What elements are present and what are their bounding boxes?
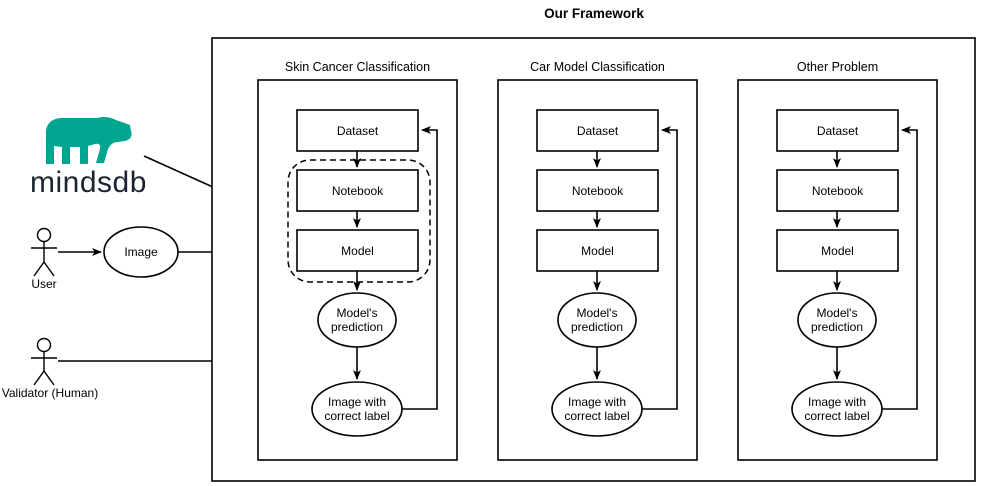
node-label-dataset: Dataset: [576, 124, 619, 138]
node-label-model: Model: [341, 244, 374, 258]
node-dataset: [296, 109, 419, 152]
node-label-image: Image: [124, 245, 158, 259]
mindsdb-bear-logo: [46, 116, 132, 164]
mindsdb-wordmark: mindsdb: [30, 166, 147, 199]
actor-label-user: User: [31, 277, 57, 291]
column-other-problem: [737, 79, 938, 461]
node-label-model: Model: [581, 244, 614, 258]
column-header-other-problem: Other Problem: [796, 60, 879, 74]
node-label-labeled-image: Image with correct label: [791, 395, 883, 423]
node-label-prediction-line1: Model's: [816, 306, 858, 320]
actor-label-validator: Validator (Human): [1, 386, 99, 400]
node-label-dataset: Dataset: [336, 124, 379, 138]
edge-feedback-loop: [402, 126, 438, 410]
column-header-car-model: Car Model Classification: [530, 60, 665, 74]
node-label-model: Model: [821, 244, 854, 258]
node-label-notebook: Notebook: [331, 184, 384, 198]
edge-feedback-loop: [642, 126, 678, 410]
node-label-prediction-line2: prediction: [330, 320, 384, 334]
node-label-labeled-image-line1: Image with: [567, 395, 627, 409]
node-label-prediction-line1: Model's: [576, 306, 618, 320]
edge-feedback-loop: [882, 126, 918, 410]
node-label-labeled-image-line2: correct label: [804, 409, 870, 423]
node-label-prediction: Model's prediction: [557, 306, 637, 334]
user-stick-figure-icon: [31, 227, 57, 277]
node-label-prediction-line1: Model's: [336, 306, 378, 320]
node-model: [296, 229, 419, 272]
node-label-prediction-line2: prediction: [570, 320, 624, 334]
node-label-dataset: Dataset: [816, 124, 859, 138]
node-label-labeled-image-line2: correct label: [324, 409, 390, 423]
node-label-prediction-line2: prediction: [810, 320, 864, 334]
node-notebook: [536, 169, 659, 212]
node-model: [536, 229, 659, 272]
node-label-labeled-image: Image with correct label: [551, 395, 643, 423]
validator-stick-figure-icon: [31, 337, 57, 386]
node-label-prediction: Model's prediction: [317, 306, 397, 334]
node-label-prediction: Model's prediction: [797, 306, 877, 334]
node-label-labeled-image-line2: correct label: [564, 409, 630, 423]
node-label-notebook: Notebook: [571, 184, 624, 198]
column-skin-cancer: [257, 79, 458, 461]
node-label-labeled-image: Image with correct label: [311, 395, 403, 423]
node-dataset: [776, 109, 899, 152]
page-title: Our Framework: [544, 6, 644, 21]
column-car-model: [497, 79, 698, 461]
node-label-notebook: Notebook: [811, 184, 864, 198]
node-model: [776, 229, 899, 272]
node-dataset: [536, 109, 659, 152]
node-label-labeled-image-line1: Image with: [327, 395, 387, 409]
node-label-labeled-image-line1: Image with: [807, 395, 867, 409]
node-notebook: [296, 169, 419, 212]
column-header-skin-cancer: Skin Cancer Classification: [284, 60, 431, 74]
